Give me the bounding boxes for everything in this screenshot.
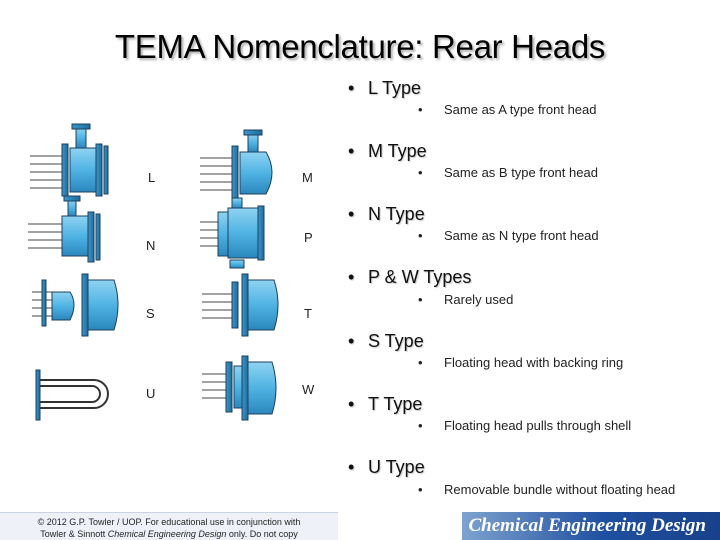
sub-bullet-m-type: •Same as B type front head	[418, 165, 598, 180]
sub-bullet-l-type-text: Same as A type front head	[444, 102, 597, 117]
copyright-line-1: © 2012 G.P. Towler / UOP. For educationa…	[37, 517, 301, 527]
bullet-u-type: •U Type	[348, 457, 425, 477]
bullet-l-type-label: L Type	[368, 78, 422, 98]
bullet-pw-types: •P & W Types	[348, 267, 472, 287]
sub-bullet-u-type-text: Removable bundle without floating head	[444, 482, 676, 497]
sub-bullet-s-type-text: Floating head with backing ring	[444, 355, 624, 370]
sub-bullet-s-type: •Floating head with backing ring	[418, 355, 624, 370]
bullet-m-type: •M Type	[348, 141, 427, 161]
sub-bullet-t-type-text: Floating head pulls through shell	[444, 418, 632, 433]
sub-bullet-m-type-text: Same as B type front head	[444, 165, 598, 180]
copyright-line-2-suffix: only. Do not copy	[226, 529, 298, 539]
label-l: L	[148, 170, 156, 185]
label-p: P	[304, 230, 313, 245]
sub-bullet-pw-types-text: Rarely used	[444, 292, 514, 307]
sub-bullet-l-type: •Same as A type front head	[418, 102, 597, 117]
bullet-n-type: •N Type	[348, 204, 425, 224]
bullet-s-type-label: S Type	[368, 331, 424, 351]
slide-title: TEMA Nomenclature: Rear Heads	[114, 28, 606, 65]
copyright-line-2-prefix: Towler & Sinnott	[40, 529, 108, 539]
copyright-footer: © 2012 G.P. Towler / UOP. For educationa…	[0, 512, 338, 540]
l-type-sketch	[30, 123, 109, 197]
p-type-sketch	[200, 197, 265, 269]
rear-heads-diagram: L M N P S T U W	[22, 84, 340, 440]
label-t: T	[304, 306, 312, 321]
label-u: U	[146, 386, 156, 401]
rear-heads-illustration	[28, 123, 279, 421]
label-n: N	[146, 238, 156, 253]
bullet-t-type: •T Type	[348, 394, 423, 414]
copyright-book-title: Chemical Engineering Design	[107, 529, 227, 539]
sub-bullet-n-type-text: Same as N type front head	[444, 228, 599, 243]
t-type-sketch	[202, 273, 279, 337]
bullet-m-type-label: M Type	[368, 141, 427, 161]
label-s: S	[146, 306, 155, 321]
label-m: M	[302, 170, 313, 185]
bullet-s-type: •S Type	[348, 331, 424, 351]
sub-bullet-n-type: •Same as N type front head	[418, 228, 599, 243]
sub-bullet-pw-types: •Rarely used	[418, 292, 514, 307]
bullet-l-type: •L Type	[348, 78, 422, 98]
m-type-sketch	[200, 129, 273, 199]
n-type-sketch	[28, 195, 101, 263]
s-type-sketch	[32, 273, 119, 337]
label-w: W	[302, 382, 315, 397]
bullet-pw-types-label: P & W Types	[368, 267, 472, 287]
sub-bullet-t-type: •Floating head pulls through shell	[418, 418, 632, 433]
u-type-sketch	[35, 369, 109, 421]
bullet-t-type-label: T Type	[368, 394, 423, 414]
bullet-u-type-label: U Type	[368, 457, 425, 477]
sub-bullet-u-type: •Removable bundle without floating head	[418, 482, 676, 497]
bullet-n-type-label: N Type	[368, 204, 425, 224]
copyright-line-2: Towler & Sinnott Chemical Engineering De…	[0, 528, 338, 540]
w-type-sketch	[202, 355, 277, 421]
brand-banner: Chemical Engineering Design	[462, 512, 720, 540]
